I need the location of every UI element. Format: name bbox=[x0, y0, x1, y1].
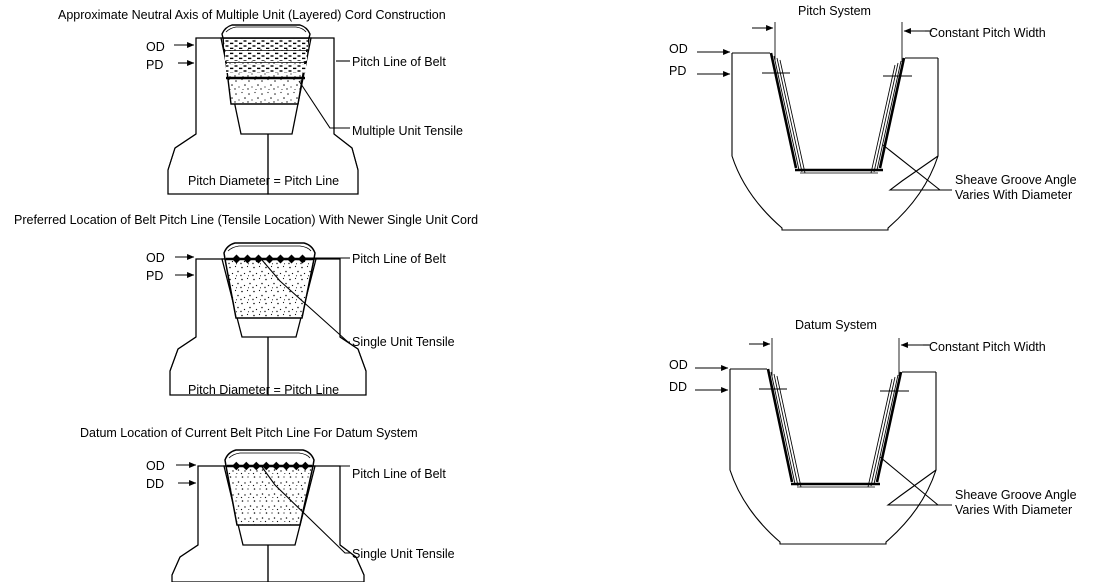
drawing-multiple-unit-cord bbox=[167, 24, 359, 195]
cord-layer-3 bbox=[226, 64, 306, 73]
label-multiple-unit-tensile: Multiple Unit Tensile bbox=[352, 124, 463, 138]
label-pitch-line-of-belt-2: Pitch Line of Belt bbox=[352, 252, 446, 266]
belt-body-3 bbox=[225, 465, 314, 526]
label-dd-3: DD bbox=[146, 477, 165, 491]
panel-single-unit-cord-preferred: Preferred Location of Belt Pitch Line (T… bbox=[0, 205, 554, 405]
label-sheave-groove-angle-line1-5: Sheave Groove Angle bbox=[955, 488, 1077, 502]
groove-wall-right-5 bbox=[875, 371, 903, 483]
groove-wall-right-detail-4 bbox=[870, 60, 902, 174]
label-sheave-groove-angle-line1: Sheave Groove Angle bbox=[955, 173, 1077, 187]
belt-cover-inner-line-3 bbox=[228, 452, 311, 459]
groove-wall-left-4 bbox=[769, 52, 798, 169]
label-pitch-line-of-belt-3: Pitch Line of Belt bbox=[352, 467, 446, 481]
groove-wall-left-5 bbox=[766, 368, 794, 483]
caption-pitch-diameter-2: Pitch Diameter = Pitch Line bbox=[188, 383, 340, 397]
label-od-1: OD bbox=[146, 40, 165, 54]
belt-body-2 bbox=[224, 258, 315, 319]
label-dd-4: PD bbox=[669, 64, 687, 78]
caption-pitch-diameter-1: Pitch Diameter = Pitch Line bbox=[188, 174, 340, 188]
belt-top-cover-1 bbox=[221, 24, 311, 39]
panel-datum-location: Datum Location of Current Belt Pitch Lin… bbox=[0, 415, 554, 582]
drawing-pitch-system bbox=[697, 22, 952, 231]
groove-wall-right-detail-5 bbox=[867, 374, 899, 488]
label-single-unit-tensile-3: Single Unit Tensile bbox=[352, 547, 455, 561]
label-dd-5: DD bbox=[669, 380, 688, 394]
label-constant-pitch-width-5: Constant Pitch Width bbox=[929, 340, 1046, 354]
leader-multiple-unit-tensile bbox=[298, 80, 350, 129]
sheave-outline-2 bbox=[169, 259, 367, 396]
leader-groove-angle-b-4 bbox=[888, 155, 952, 191]
leader-groove-angle-a-5 bbox=[879, 456, 952, 506]
drawing-single-unit-cord bbox=[169, 242, 367, 396]
label-pitch-line-of-belt-1: Pitch Line of Belt bbox=[352, 55, 446, 69]
groove-wall-left-detail-5 bbox=[770, 371, 802, 488]
label-constant-pitch-width-4: Constant Pitch Width bbox=[929, 26, 1046, 40]
sheave-outer-profile-5 bbox=[729, 369, 937, 545]
panel-title-datum-system: Datum System bbox=[795, 318, 877, 332]
panel-title-multiple-unit-cord: Approximate Neutral Axis of Multiple Uni… bbox=[58, 8, 446, 22]
belt-cover-inner-line-1 bbox=[225, 26, 307, 33]
panel-title-pitch-system: Pitch System bbox=[798, 4, 871, 18]
drawing-datum-location bbox=[171, 449, 365, 582]
label-od-3: OD bbox=[146, 459, 165, 473]
panel-multiple-unit-cord: Approximate Neutral Axis of Multiple Uni… bbox=[0, 0, 554, 200]
panel-pitch-system: Pitch System OD PD Constant Pitch Width … bbox=[640, 0, 1108, 282]
sheave-outline-1 bbox=[167, 38, 359, 195]
label-sheave-groove-angle-line2: Varies With Diameter bbox=[955, 188, 1073, 202]
belt-top-cover-3 bbox=[224, 449, 315, 467]
belt-cover-inner-line-2 bbox=[227, 245, 312, 252]
leader-groove-angle-b-5 bbox=[886, 469, 952, 506]
drawing-datum-system bbox=[695, 338, 952, 545]
sheave-outer-profile-4 bbox=[731, 53, 939, 231]
label-pd-2: PD bbox=[146, 269, 164, 283]
cord-layer-1 bbox=[224, 40, 308, 49]
label-od-5: OD bbox=[669, 358, 688, 372]
leader-single-unit-tensile-3 bbox=[261, 466, 350, 554]
groove-wall-left-detail-4 bbox=[773, 55, 806, 174]
panel-title-datum-location: Datum Location of Current Belt Pitch Lin… bbox=[80, 426, 418, 440]
belt-top-cover-2 bbox=[223, 242, 316, 260]
panel-title-single-unit-cord: Preferred Location of Belt Pitch Line (T… bbox=[14, 213, 479, 227]
panel-datum-system: Datum System OD DD Constant Pitch Width … bbox=[640, 300, 1108, 582]
leader-single-unit-tensile-2 bbox=[261, 259, 350, 343]
cord-layer-2 bbox=[225, 52, 307, 61]
label-od-4: OD bbox=[669, 42, 688, 56]
sheave-outline-3 bbox=[171, 466, 365, 582]
label-sheave-groove-angle-line2-5: Varies With Diameter bbox=[955, 503, 1073, 517]
label-od-2: OD bbox=[146, 251, 165, 265]
label-pd-1: PD bbox=[146, 58, 164, 72]
leader-groove-angle-a-4 bbox=[882, 144, 952, 191]
label-single-unit-tensile-2: Single Unit Tensile bbox=[352, 335, 455, 349]
